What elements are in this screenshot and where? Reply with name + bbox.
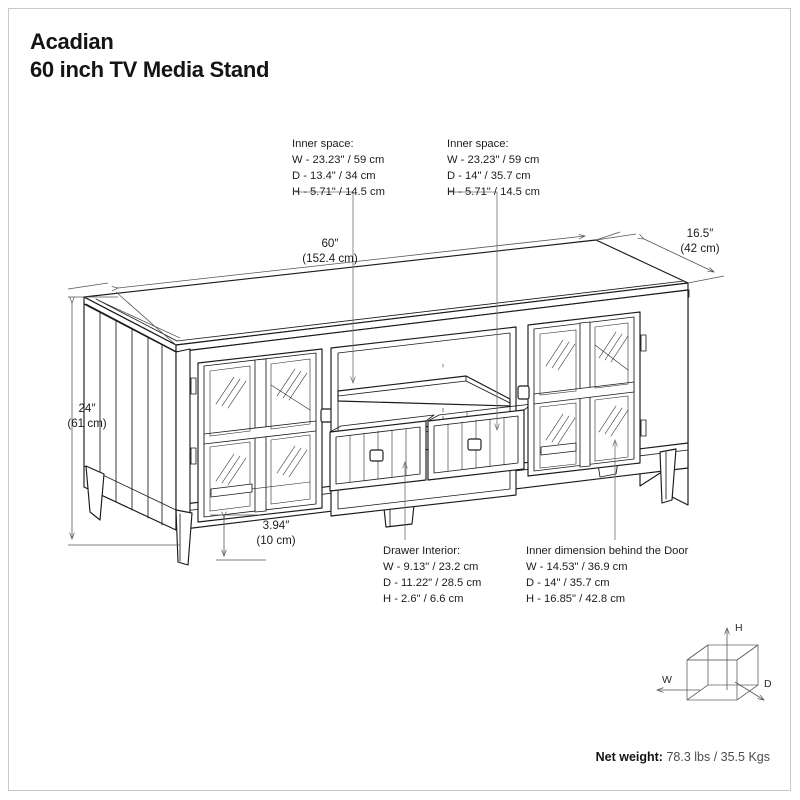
product-brand: Acadian: [30, 29, 114, 54]
callout-drawer-heading: Drawer Interior:: [383, 545, 461, 557]
callout-right-width: W - 23.23" / 59 cm: [447, 154, 540, 167]
axis-cube-legend: [657, 628, 764, 700]
leader-inner-space-left: [295, 191, 353, 383]
depth-value: 16.5″: [686, 227, 714, 240]
left-rear-leg: [85, 465, 105, 521]
callout-inner-space-left: Inner space: W - 23.23" / 59 cm D - 13.4…: [292, 136, 385, 201]
net-weight-value: 78.3 lbs / 35.5 Kgs: [666, 750, 770, 764]
dimension-leg-clearance: [210, 515, 266, 561]
callout-left-depth: D - 13.4" / 34 cm: [292, 170, 376, 183]
left-glass-cabinet: [190, 348, 333, 523]
width-metric: (152.4 cm): [302, 252, 358, 266]
leader-inner-space-right: [448, 191, 497, 430]
height-dimension-label: 24″ (61 cm): [44, 401, 130, 431]
callout-inner-space-right: Inner space: W - 23.23" / 59 cm D - 14" …: [447, 136, 540, 201]
leg-clearance-label: 3.94″ (10 cm): [231, 518, 321, 548]
left-front-leg: [175, 509, 193, 566]
dimension-height: [68, 296, 180, 546]
width-value: 60″: [321, 237, 339, 250]
callout-drawer-interior: Drawer Interior: W - 9.13" / 23.2 cm D -…: [383, 543, 481, 608]
product-name: 60 inch TV Media Stand: [30, 57, 270, 83]
right-front-leg: [659, 448, 677, 504]
height-value: 24″: [78, 402, 96, 415]
callout-drawer-depth: D - 11.22" / 28.5 cm: [383, 577, 482, 590]
callout-door-heading: Inner dimension behind the Door: [526, 545, 689, 557]
axis-label-height: H: [735, 622, 743, 634]
net-weight: Net weight: 78.3 lbs / 35.5 Kgs: [596, 750, 770, 764]
axis-label-width: W: [662, 674, 672, 686]
dimension-width: [67, 231, 621, 346]
callout-left-height: H - 5.71" / 14.5 cm: [292, 186, 385, 199]
leg-clearance-value: 3.94″: [262, 519, 290, 532]
callout-drawer-width: W - 9.13" / 23.2 cm: [383, 561, 479, 574]
page-title: Acadian 60 inch TV Media Stand: [30, 28, 269, 84]
callout-right-depth: D - 14" / 35.7 cm: [447, 170, 531, 183]
axis-label-depth: D: [764, 678, 772, 690]
callout-door-height: H - 16.85" / 42.8 cm: [526, 593, 626, 606]
net-weight-label: Net weight:: [595, 750, 663, 764]
glass-reflection-right: [545, 331, 629, 445]
height-metric: (61 cm): [67, 417, 107, 431]
callout-drawer-height: H - 2.6" / 6.6 cm: [383, 593, 464, 606]
callout-door-depth: D - 14" / 35.7 cm: [526, 577, 610, 590]
dimension-depth: [595, 233, 725, 284]
depth-dimension-label: 16.5″ (42 cm): [648, 226, 752, 256]
callout-left-width: W - 23.23" / 59 cm: [292, 154, 385, 167]
left-side-panel: [83, 303, 191, 535]
callout-right-heading: Inner space:: [447, 138, 509, 150]
width-dimension-label: 60″ (152.4 cm): [268, 236, 392, 266]
callout-right-height: H - 5.71" / 14.5 cm: [447, 186, 540, 199]
callout-left-heading: Inner space:: [292, 138, 354, 150]
callout-behind-door: Inner dimension behind the Door W - 14.5…: [526, 543, 688, 608]
callout-door-width: W - 14.53" / 36.9 cm: [526, 561, 628, 574]
drawer-left: [329, 414, 435, 492]
leg-clearance-metric: (10 cm): [256, 534, 296, 548]
depth-metric: (42 cm): [680, 242, 720, 256]
glass-reflection-left: [215, 368, 308, 486]
drawer-right: [427, 403, 533, 481]
right-glass-cabinet: [517, 311, 647, 477]
